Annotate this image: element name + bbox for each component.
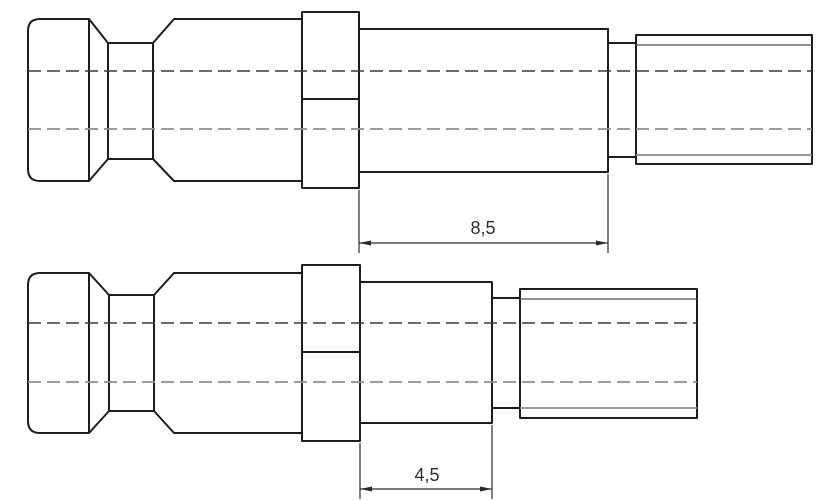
dimension-label-short-section: 4,5 (414, 465, 440, 485)
dimension-variant-long (358, 174, 609, 253)
dimension-arrow-right (480, 486, 492, 492)
part-view-variant-short (27, 264, 698, 499)
dimension-variant-short (359, 425, 493, 499)
dimension-arrow-right (596, 240, 608, 246)
part-outline (27, 11, 813, 189)
dimension-arrow-left (359, 240, 371, 246)
dimension-label-long-section: 8,5 (470, 218, 496, 238)
part-view-variant-long (27, 11, 813, 253)
part-outline (27, 264, 698, 442)
dimension-arrow-left (360, 486, 372, 492)
